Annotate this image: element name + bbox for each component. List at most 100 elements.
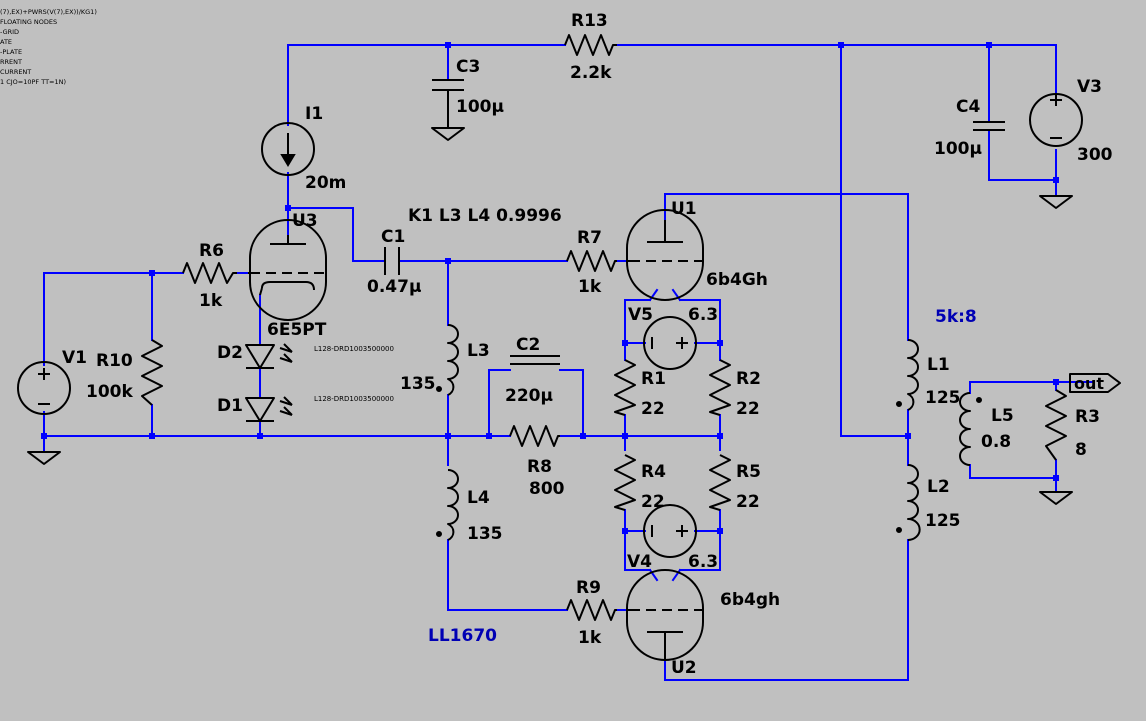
resistor-r13[interactable]: R13 2.2k bbox=[564, 11, 617, 83]
ground-v3 bbox=[1039, 195, 1073, 209]
r1-name: R1 bbox=[641, 369, 666, 389]
r7-value: 1k bbox=[578, 277, 602, 297]
u3-value: 6E5PT bbox=[267, 320, 327, 340]
l4-value: 135 bbox=[467, 524, 503, 544]
v3-name: V3 bbox=[1077, 77, 1102, 97]
resistor-r10[interactable]: R10 100k bbox=[86, 339, 163, 406]
l5-name: L5 bbox=[991, 406, 1014, 426]
led-d2[interactable]: D2 L128-DRD1003500000 bbox=[217, 343, 394, 369]
c1-value: 0.47µ bbox=[367, 277, 421, 297]
r8-value: 800 bbox=[529, 479, 565, 499]
inductor-l3[interactable]: L3 135 bbox=[400, 324, 490, 396]
resistor-r5[interactable]: R5 22 bbox=[709, 454, 761, 512]
r2-name: R2 bbox=[736, 369, 761, 389]
resistor-r6[interactable]: R6 1k bbox=[182, 241, 237, 311]
resistor-r8[interactable]: R8 800 bbox=[509, 425, 565, 499]
directive-line: ATE bbox=[0, 38, 12, 46]
resistor-r9[interactable]: R9 1k bbox=[566, 578, 617, 648]
r6-value: 1k bbox=[199, 291, 223, 311]
c3-name: C3 bbox=[456, 57, 480, 77]
d1-model: L128-DRD1003500000 bbox=[314, 395, 394, 403]
transformer-note: LL1670 bbox=[428, 626, 497, 646]
d1-name: D1 bbox=[217, 396, 243, 416]
tube-u1[interactable]: U1 6b4Gh bbox=[626, 199, 768, 301]
directive-line: FLOATING NODES bbox=[0, 18, 57, 26]
c4-name: C4 bbox=[956, 97, 980, 117]
c4-value: 100µ bbox=[934, 139, 982, 159]
inductor-l2[interactable]: L2 125 bbox=[896, 464, 961, 541]
r13-name: R13 bbox=[571, 11, 608, 31]
l2-name: L2 bbox=[927, 477, 950, 497]
u2-value: 6b4gh bbox=[720, 590, 780, 610]
v5-name: V5 bbox=[628, 305, 653, 325]
capacitor-c2[interactable]: C2 220µ bbox=[505, 335, 560, 406]
spice-directives: (7),EX)+PWRS(V(7),EX))/KG1) FLOATING NOD… bbox=[0, 8, 97, 86]
output-port[interactable]: out bbox=[1069, 373, 1121, 393]
u1-name: U1 bbox=[671, 199, 697, 219]
r6-name: R6 bbox=[199, 241, 224, 261]
output-port-label: out bbox=[1074, 374, 1104, 393]
directive-line: RRENT bbox=[0, 58, 22, 66]
l3-value: 135 bbox=[400, 374, 436, 394]
tube-u2[interactable]: 6b4gh U2 bbox=[626, 569, 780, 678]
ground-secondary bbox=[1039, 491, 1073, 505]
directive-line: -PLATE bbox=[0, 48, 22, 56]
inductor-l4[interactable]: L4 135 bbox=[436, 469, 503, 544]
ground-c3 bbox=[431, 127, 465, 141]
d2-model: L128-DRD1003500000 bbox=[314, 345, 394, 353]
r10-value: 100k bbox=[86, 382, 133, 402]
tube-u3[interactable]: U3 6E5PT bbox=[248, 211, 327, 340]
r4-value: 22 bbox=[641, 492, 665, 512]
ground-symbols bbox=[27, 127, 1073, 505]
l1-value: 125 bbox=[925, 388, 961, 408]
i1-name: I1 bbox=[305, 104, 323, 124]
directive-line: 1 CJO=10PF TT=1N) bbox=[0, 78, 66, 86]
c2-value: 220µ bbox=[505, 386, 553, 406]
junctions bbox=[41, 42, 1059, 534]
l5-value: 0.8 bbox=[981, 432, 1011, 452]
resistor-r7[interactable]: R7 1k bbox=[566, 228, 617, 297]
voltage-source-v4[interactable]: V4 6.3 bbox=[627, 504, 718, 572]
v4-name: V4 bbox=[627, 552, 652, 572]
l4-name: L4 bbox=[467, 488, 490, 508]
current-source-i1[interactable]: I1 20m bbox=[261, 104, 346, 193]
i1-value: 20m bbox=[305, 173, 346, 193]
ratio-note: 5k:8 bbox=[935, 307, 977, 327]
c3-value: 100µ bbox=[456, 97, 504, 117]
resistor-r2[interactable]: R2 22 bbox=[709, 359, 761, 419]
u3-name: U3 bbox=[292, 211, 318, 231]
ground-main bbox=[27, 451, 61, 465]
l1-name: L1 bbox=[927, 355, 950, 375]
r13-value: 2.2k bbox=[570, 63, 612, 83]
r5-name: R5 bbox=[736, 462, 761, 482]
voltage-source-v1[interactable]: V1 bbox=[17, 348, 87, 415]
u2-name: U2 bbox=[671, 658, 697, 678]
v5-value: 6.3 bbox=[688, 305, 718, 325]
resistor-r4[interactable]: R4 22 bbox=[614, 454, 666, 512]
v3-value: 300 bbox=[1077, 145, 1113, 165]
u1-value: 6b4Gh bbox=[706, 270, 768, 290]
capacitor-c4[interactable]: C4 100µ bbox=[934, 97, 1005, 159]
voltage-source-v5[interactable]: V5 6.3 bbox=[628, 305, 718, 370]
directive-line: CURRENT bbox=[0, 68, 31, 76]
inductor-l5[interactable]: L5 0.8 bbox=[959, 392, 1014, 466]
r8-name: R8 bbox=[527, 457, 552, 477]
d2-name: D2 bbox=[217, 343, 243, 363]
resistor-r3[interactable]: R3 8 bbox=[1045, 389, 1100, 461]
capacitor-c1[interactable]: C1 0.47µ bbox=[367, 227, 421, 297]
r2-value: 22 bbox=[736, 399, 760, 419]
led-d1[interactable]: D1 L128-DRD1003500000 bbox=[217, 395, 394, 422]
r7-name: R7 bbox=[577, 228, 602, 248]
l3-name: L3 bbox=[467, 341, 490, 361]
voltage-source-v3[interactable]: V3 300 bbox=[1029, 77, 1113, 165]
r1-value: 22 bbox=[641, 399, 665, 419]
r10-name: R10 bbox=[96, 351, 133, 371]
r9-name: R9 bbox=[576, 578, 601, 598]
directive-line: (7),EX)+PWRS(V(7),EX))/KG1) bbox=[0, 8, 97, 16]
resistor-r1[interactable]: R1 22 bbox=[614, 359, 666, 419]
r4-name: R4 bbox=[641, 462, 666, 482]
inductor-l1[interactable]: L1 125 bbox=[896, 339, 961, 411]
capacitor-c3[interactable]: C3 100µ bbox=[432, 57, 504, 128]
wires[interactable] bbox=[43, 44, 1093, 681]
